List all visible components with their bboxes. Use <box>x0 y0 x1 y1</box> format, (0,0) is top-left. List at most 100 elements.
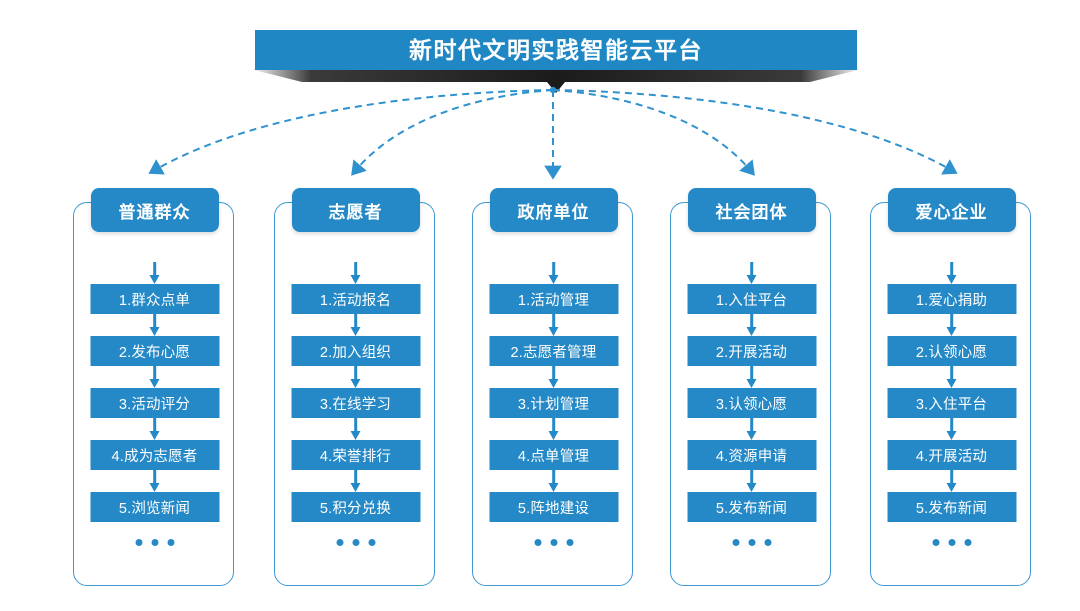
page-title: 新时代文明实践智能云平台 <box>409 36 703 63</box>
item-label: 2.认领心愿 <box>915 344 988 361</box>
arrow-down-icon <box>945 366 958 388</box>
item-label: 3.活动评分 <box>118 396 191 413</box>
arrow-down-icon <box>349 470 362 492</box>
list-item[interactable]: 3.在线学习 <box>291 388 420 418</box>
more-items-ellipsis <box>336 539 375 546</box>
arrow-down-icon <box>349 366 362 388</box>
list-item[interactable]: 5.积分兑换 <box>291 492 420 522</box>
item-label: 5.阵地建设 <box>517 500 590 517</box>
item-label: 4.开展活动 <box>915 448 988 465</box>
list-item[interactable]: 5.发布新闻 <box>687 492 816 522</box>
arrow-down-icon <box>745 418 758 440</box>
column-header-label: 政府单位 <box>517 202 590 222</box>
list-item[interactable]: 5.阵地建设 <box>489 492 618 522</box>
list-item[interactable]: 4.点单管理 <box>489 440 618 470</box>
banner-bar: 新时代文明实践智能云平台 <box>255 30 857 70</box>
column-header-2[interactable]: 志愿者 <box>291 188 420 232</box>
list-item[interactable]: 5.发布新闻 <box>887 492 1016 522</box>
arrow-down-icon <box>945 418 958 440</box>
list-item[interactable]: 5.浏览新闻 <box>90 492 219 522</box>
list-item[interactable]: 4.资源申请 <box>687 440 816 470</box>
list-item[interactable]: 2.开展活动 <box>687 336 816 366</box>
item-label: 3.计划管理 <box>517 396 590 413</box>
column-政府单位[interactable]: 政府单位 1.活动管理 2.志愿者管理 3.计划管理 4.点单管理 5.阵地建设 <box>472 188 635 588</box>
item-label: 4.资源申请 <box>715 448 788 465</box>
arrow-down-icon <box>745 262 758 284</box>
item-label: 2.志愿者管理 <box>510 344 597 361</box>
list-item[interactable]: 3.活动评分 <box>90 388 219 418</box>
item-label: 4.成为志愿者 <box>111 448 198 465</box>
item-label: 1.爱心捐助 <box>915 292 988 309</box>
connector-to-column-2 <box>351 89 554 176</box>
list-item[interactable]: 1.群众点单 <box>90 284 219 314</box>
arrow-down-icon <box>148 470 161 492</box>
chevron-down-icon <box>547 82 565 93</box>
column-header-4[interactable]: 社会团体 <box>687 188 816 232</box>
item-label: 5.积分兑换 <box>319 500 392 517</box>
platform-title-banner: 新时代文明实践智能云平台 <box>250 30 862 93</box>
arrow-down-icon <box>945 262 958 284</box>
column-items: 1.活动管理 2.志愿者管理 3.计划管理 4.点单管理 5.阵地建设 <box>489 262 618 522</box>
arrow-down-icon <box>945 314 958 336</box>
column-items: 1.入住平台 2.开展活动 3.认领心愿 4.资源申请 5.发布新闻 <box>687 262 816 522</box>
list-item[interactable]: 3.认领心愿 <box>687 388 816 418</box>
list-item[interactable]: 4.开展活动 <box>887 440 1016 470</box>
column-header-label: 志愿者 <box>328 202 383 222</box>
arrow-down-icon <box>349 262 362 284</box>
item-label: 1.入住平台 <box>715 292 788 309</box>
more-items-ellipsis <box>135 539 174 546</box>
arrow-down-icon <box>547 262 560 284</box>
arrow-down-icon <box>349 314 362 336</box>
column-items: 1.群众点单 2.发布心愿 3.活动评分 4.成为志愿者 5.浏览新闻 <box>90 262 219 522</box>
arrow-down-icon <box>745 314 758 336</box>
list-item[interactable]: 1.入住平台 <box>687 284 816 314</box>
list-item[interactable]: 1.爱心捐助 <box>887 284 1016 314</box>
list-item[interactable]: 3.计划管理 <box>489 388 618 418</box>
column-header-3[interactable]: 政府单位 <box>489 188 618 232</box>
column-爱心企业[interactable]: 爱心企业 1.爱心捐助 2.认领心愿 3.入住平台 4.开展活动 5.发布新闻 <box>870 188 1033 588</box>
item-label: 1.活动报名 <box>319 292 392 309</box>
item-label: 1.群众点单 <box>118 292 191 309</box>
column-header-1[interactable]: 普通群众 <box>90 188 219 232</box>
item-label: 5.发布新闻 <box>915 500 988 517</box>
banner-shadow <box>250 69 862 82</box>
column-header-label: 社会团体 <box>715 202 788 222</box>
column-普通群众[interactable]: 普通群众 1.群众点单 2.发布心愿 3.活动评分 4.成为志愿者 5.浏览新闻 <box>73 188 236 588</box>
item-label: 2.发布心愿 <box>118 344 191 361</box>
item-label: 5.发布新闻 <box>715 500 788 517</box>
item-label: 3.认领心愿 <box>715 396 788 413</box>
arrow-down-icon <box>547 314 560 336</box>
arrow-down-icon <box>349 418 362 440</box>
column-items: 1.活动报名 2.加入组织 3.在线学习 4.荣誉排行 5.积分兑换 <box>291 262 420 522</box>
column-志愿者[interactable]: 志愿者 1.活动报名 2.加入组织 3.在线学习 4.荣誉排行 5.积分兑换 <box>274 188 437 588</box>
arrow-down-icon <box>745 470 758 492</box>
item-label: 2.开展活动 <box>715 344 788 361</box>
arrow-down-icon <box>148 366 161 388</box>
item-label: 1.活动管理 <box>517 292 590 309</box>
more-items-ellipsis <box>534 539 573 546</box>
connector-to-column-5 <box>552 89 958 175</box>
column-header-label: 普通群众 <box>118 202 191 222</box>
list-item[interactable]: 2.加入组织 <box>291 336 420 366</box>
more-items-ellipsis <box>932 539 971 546</box>
list-item[interactable]: 4.成为志愿者 <box>90 440 219 470</box>
list-item[interactable]: 4.荣誉排行 <box>291 440 420 470</box>
more-items-ellipsis <box>732 539 771 546</box>
list-item[interactable]: 2.发布心愿 <box>90 336 219 366</box>
item-label: 3.入住平台 <box>915 396 988 413</box>
item-label: 4.点单管理 <box>517 448 590 465</box>
list-item[interactable]: 2.认领心愿 <box>887 336 1016 366</box>
arrow-down-icon <box>148 262 161 284</box>
arrow-down-icon <box>745 366 758 388</box>
list-item[interactable]: 1.活动报名 <box>291 284 420 314</box>
column-社会团体[interactable]: 社会团体 1.入住平台 2.开展活动 3.认领心愿 4.资源申请 5.发布新闻 <box>670 188 833 588</box>
list-item[interactable]: 1.活动管理 <box>489 284 618 314</box>
list-item[interactable]: 2.志愿者管理 <box>489 336 618 366</box>
column-header-5[interactable]: 爱心企业 <box>887 188 1016 232</box>
connector-to-column-4 <box>552 89 755 176</box>
column-group: 普通群众 1.群众点单 2.发布心愿 3.活动评分 4.成为志愿者 5.浏览新闻… <box>0 188 1080 598</box>
arrow-down-icon <box>547 470 560 492</box>
arrow-down-icon <box>547 366 560 388</box>
list-item[interactable]: 3.入住平台 <box>887 388 1016 418</box>
